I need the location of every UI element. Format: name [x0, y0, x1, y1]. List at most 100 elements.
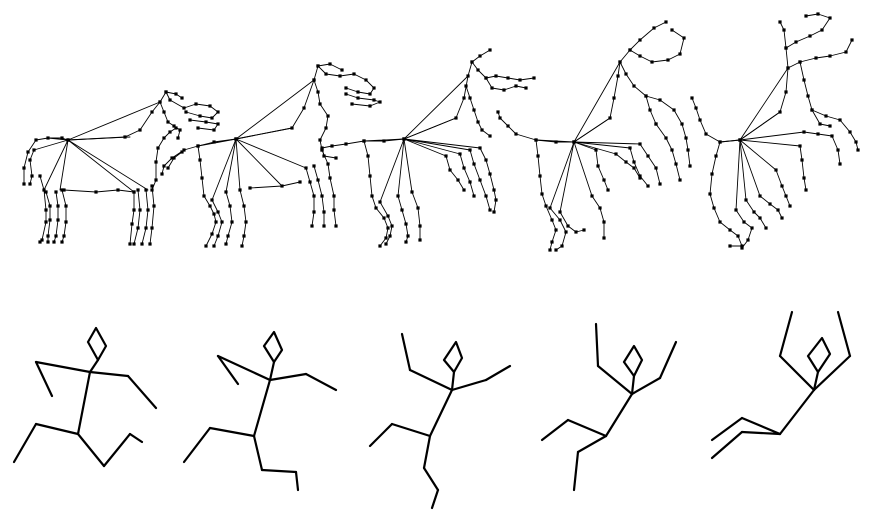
mesh-node	[378, 100, 382, 104]
mesh-edge	[67, 91, 183, 141]
mesh-node	[548, 248, 552, 252]
mesh-node	[410, 190, 414, 194]
mesh-node	[328, 62, 332, 66]
mesh-node	[758, 194, 762, 198]
stick-figure-2	[182, 330, 338, 492]
mesh-node	[330, 144, 334, 148]
mesh-node	[322, 154, 326, 158]
stick-figure-3	[368, 332, 512, 510]
mesh-node	[714, 154, 718, 158]
mesh-node	[154, 160, 158, 164]
stick-figure-limb	[76, 432, 106, 468]
mesh-node	[524, 86, 528, 90]
mesh-node	[22, 182, 26, 186]
mesh-node	[136, 226, 140, 230]
mesh-node	[560, 244, 564, 248]
mesh-node	[316, 90, 320, 94]
mesh-spoke	[403, 138, 447, 157]
mesh-edge	[239, 189, 247, 247]
mesh-node	[316, 64, 320, 68]
mesh-node	[664, 20, 668, 24]
mesh-node	[166, 166, 170, 170]
stick-figure-limb	[422, 466, 440, 492]
mesh-node	[378, 244, 382, 248]
mesh-node	[352, 72, 356, 76]
mesh-node	[212, 212, 216, 216]
stick-figure-limb	[572, 450, 580, 492]
mesh-node	[214, 220, 218, 224]
mesh-node	[674, 162, 678, 166]
mesh-spoke	[397, 138, 405, 197]
stick-figure-head	[442, 340, 464, 374]
mesh-node	[632, 160, 636, 164]
mesh-node	[738, 138, 742, 142]
mesh-node	[182, 106, 186, 110]
mesh-node	[140, 242, 144, 246]
mesh-node	[558, 210, 562, 214]
mesh-node	[184, 110, 188, 114]
mesh-node	[478, 54, 482, 58]
mesh-node	[46, 240, 50, 244]
mesh-node	[210, 198, 214, 202]
mesh-node	[224, 242, 228, 246]
mesh-node	[216, 210, 220, 214]
mesh-edge	[61, 189, 67, 243]
mesh-spoke	[739, 139, 801, 147]
mesh-node	[172, 124, 176, 128]
mesh-node	[488, 172, 492, 176]
mesh-node	[488, 48, 492, 52]
mesh-node	[28, 182, 32, 186]
mesh-edge	[745, 199, 767, 229]
mesh-spoke	[235, 138, 283, 187]
mesh-node	[804, 188, 808, 192]
stick-figure-limb	[430, 488, 440, 510]
mesh-node	[400, 208, 404, 212]
stick-figure-limb	[540, 418, 570, 442]
mesh-node	[784, 46, 788, 50]
mesh-node	[518, 78, 522, 82]
mesh-node	[802, 176, 806, 180]
mesh-node	[502, 88, 506, 92]
mesh-node	[554, 140, 558, 144]
mesh-node	[574, 230, 578, 234]
mesh-node	[204, 120, 208, 124]
mesh-edge	[629, 29, 685, 63]
stick-figure-limb	[836, 310, 852, 358]
stick-figure-limb	[658, 340, 678, 380]
mesh-spoke	[67, 139, 149, 191]
mesh-node	[492, 210, 496, 214]
mesh-node	[320, 148, 324, 152]
stick-figure-5	[710, 310, 852, 460]
mesh-frame-5	[690, 12, 860, 250]
mesh-edge	[759, 195, 783, 219]
mesh-node	[62, 188, 66, 192]
mesh-node	[132, 208, 136, 212]
stick-figure-head	[806, 336, 832, 374]
mesh-edge	[615, 153, 641, 179]
mesh-node	[682, 36, 686, 40]
mesh-spoke	[67, 101, 161, 141]
mesh-node	[32, 148, 36, 152]
mesh-node	[564, 230, 568, 234]
mesh-node	[728, 228, 732, 232]
stick-figure-limb	[34, 422, 80, 436]
mesh-edge	[639, 143, 661, 185]
stick-figure-limb	[812, 370, 820, 392]
mesh-spoke	[67, 139, 135, 193]
stick-figure-limb	[294, 470, 300, 492]
mesh-node	[468, 96, 472, 100]
mesh-node	[94, 190, 98, 194]
mesh-node	[444, 154, 448, 158]
mesh-node	[718, 220, 722, 224]
mesh-node	[638, 142, 642, 146]
mesh-node	[216, 110, 220, 114]
mesh-node	[758, 216, 762, 220]
stick-figure-limb	[252, 434, 264, 472]
mesh-node	[768, 202, 772, 206]
stick-figure-limb	[268, 360, 276, 382]
stick-figure-limb	[128, 432, 144, 444]
mesh-node	[550, 240, 554, 244]
mesh-node	[60, 188, 64, 192]
stick-figure-head	[262, 330, 284, 364]
